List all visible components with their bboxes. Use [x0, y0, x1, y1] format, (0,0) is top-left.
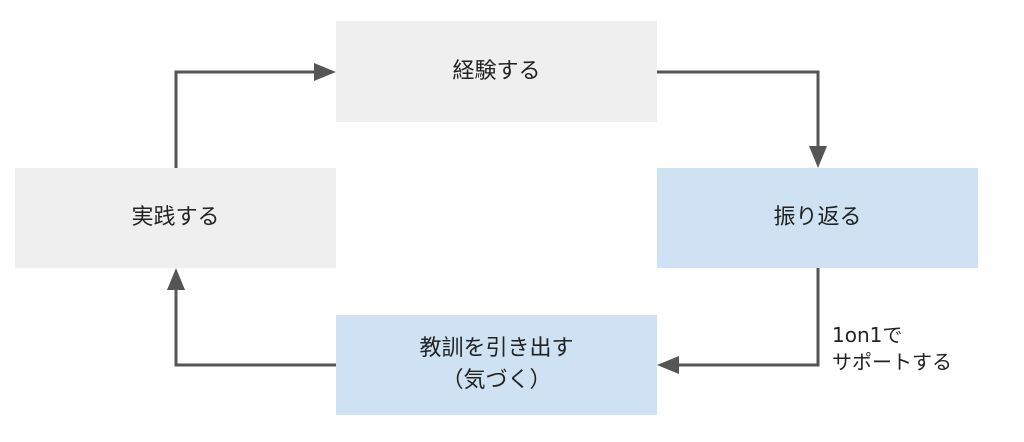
- arrow-practice-to-experience: [174, 70, 318, 168]
- arrowhead-into-reflect: [809, 146, 827, 168]
- practice-node: 実践する: [15, 168, 336, 268]
- arrow-reflect-to-lesson: [674, 268, 820, 367]
- arrowhead-into-lesson: [657, 356, 679, 374]
- lesson-label-line2: （気づく）: [441, 368, 552, 393]
- arrowhead-into-practice: [167, 268, 185, 290]
- support-annotation-line2: サポートする: [832, 350, 952, 374]
- support-annotation: 1on1で サポートする: [832, 322, 952, 376]
- arrow-lesson-to-practice: [174, 285, 336, 367]
- arrowhead-into-experience: [314, 63, 336, 81]
- arrow-experience-to-reflect: [657, 70, 820, 151]
- lesson-label-line1: 教訓を引き出す: [419, 336, 574, 361]
- reflect-label: 振り返る: [773, 205, 862, 230]
- practice-label: 実践する: [131, 205, 220, 230]
- experience-label: 経験する: [452, 58, 541, 84]
- lesson-node: 教訓を引き出す （気づく）: [336, 315, 657, 415]
- support-annotation-line1: 1on1で: [832, 323, 903, 347]
- experience-node: 経験する: [336, 21, 657, 122]
- reflect-node: 振り返る: [657, 168, 978, 268]
